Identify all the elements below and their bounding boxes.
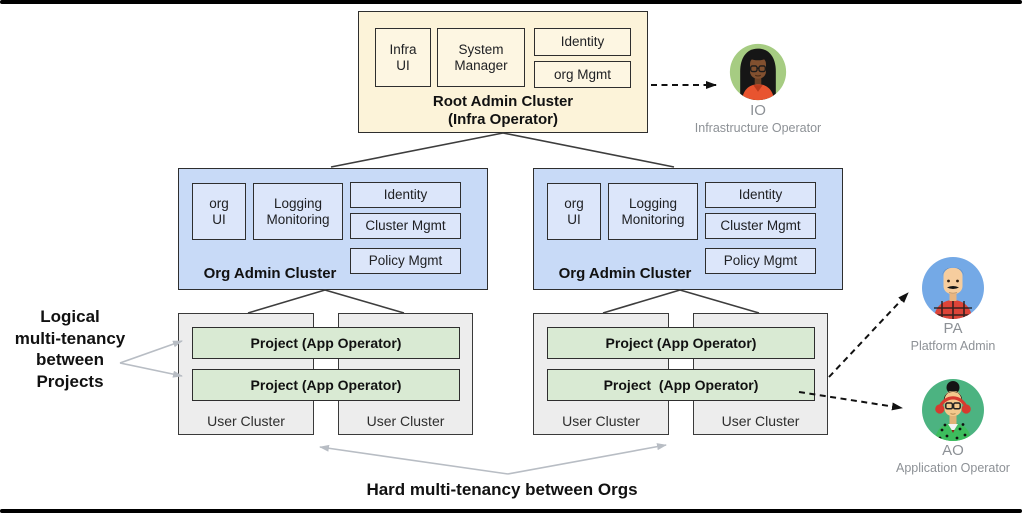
root-admin-cluster: Infra UI System Manager Identity org Mgm… (358, 11, 648, 133)
module-org-ui: org UI (547, 183, 601, 240)
user-cluster-group-left: Project (App Operator) Project (App Oper… (178, 313, 473, 435)
pa-avatar-icon (922, 257, 984, 319)
ao-initials: AO (942, 442, 964, 459)
module-identity: Identity (705, 182, 816, 208)
hard-arrow-right (507, 443, 667, 475)
org-cluster-title: Org Admin Cluster (203, 265, 337, 282)
project-bar: Project (App Operator) (547, 369, 815, 401)
root-cluster-subtitle: (Infra Operator) (447, 111, 558, 128)
top-frame-bar (0, 0, 1022, 4)
io-initials: IO (750, 102, 766, 119)
project-bar: Project (App Operator) (192, 369, 460, 401)
module-policy-mgmt: Policy Mgmt (350, 248, 461, 274)
io-role: Infrastructure Operator (694, 121, 822, 135)
right-org-to-user-lines (602, 289, 760, 314)
user-cluster-label: User Cluster (562, 413, 640, 429)
user-cluster-label: User Cluster (207, 413, 285, 429)
persona-io: IO Infrastructure Operator (678, 42, 838, 136)
hard-multitenancy-label: Hard multi-tenancy between Orgs (366, 480, 638, 499)
module-infra-ui: Infra UI (375, 28, 431, 87)
ao-avatar-icon (922, 379, 984, 441)
module-org-mgmt: org Mgmt (534, 61, 631, 88)
ao-role: Application Operator (896, 461, 1010, 475)
persona-pa: PA Platform Admin (873, 256, 1022, 354)
module-cluster-mgmt: Cluster Mgmt (705, 213, 816, 239)
module-logging-monitoring: Logging Monitoring (608, 183, 698, 240)
module-org-ui: org UI (192, 183, 246, 240)
root-cluster-name: Root Admin Cluster (432, 93, 574, 110)
module-identity: Identity (534, 28, 631, 56)
io-avatar-icon (729, 43, 787, 101)
root-cluster-title: Root Admin Cluster (Infra Operator) (359, 93, 647, 129)
module-cluster-mgmt: Cluster Mgmt (350, 213, 461, 239)
left-org-to-user-lines (247, 289, 405, 314)
org-admin-cluster-left: org UI Logging Monitoring Identity Clust… (178, 168, 488, 290)
persona-ao: AO Application Operator (873, 378, 1022, 476)
user-cluster-label: User Cluster (721, 413, 800, 429)
module-identity: Identity (350, 182, 461, 208)
bottom-frame-bar (0, 509, 1022, 513)
logical-multitenancy-label: Logical multi-tenancy between Projects (14, 307, 126, 391)
org-cluster-title: Org Admin Cluster (558, 265, 692, 282)
project-bar: Project (App Operator) (192, 327, 460, 359)
project-bar: Project (App Operator) (547, 327, 815, 359)
module-policy-mgmt: Policy Mgmt (705, 248, 816, 274)
org-admin-cluster-right: org UI Logging Monitoring Identity Clust… (533, 168, 843, 290)
user-cluster-label: User Cluster (366, 413, 445, 429)
pa-initials: PA (943, 320, 963, 337)
hard-arrow-left (319, 444, 509, 475)
user-cluster-group-right: Project (App Operator) Project (App Oper… (533, 313, 828, 435)
root-to-org-lines (330, 132, 675, 168)
module-logging-monitoring: Logging Monitoring (253, 183, 343, 240)
module-system-manager: System Manager (437, 28, 525, 87)
pa-role: Platform Admin (910, 339, 996, 353)
